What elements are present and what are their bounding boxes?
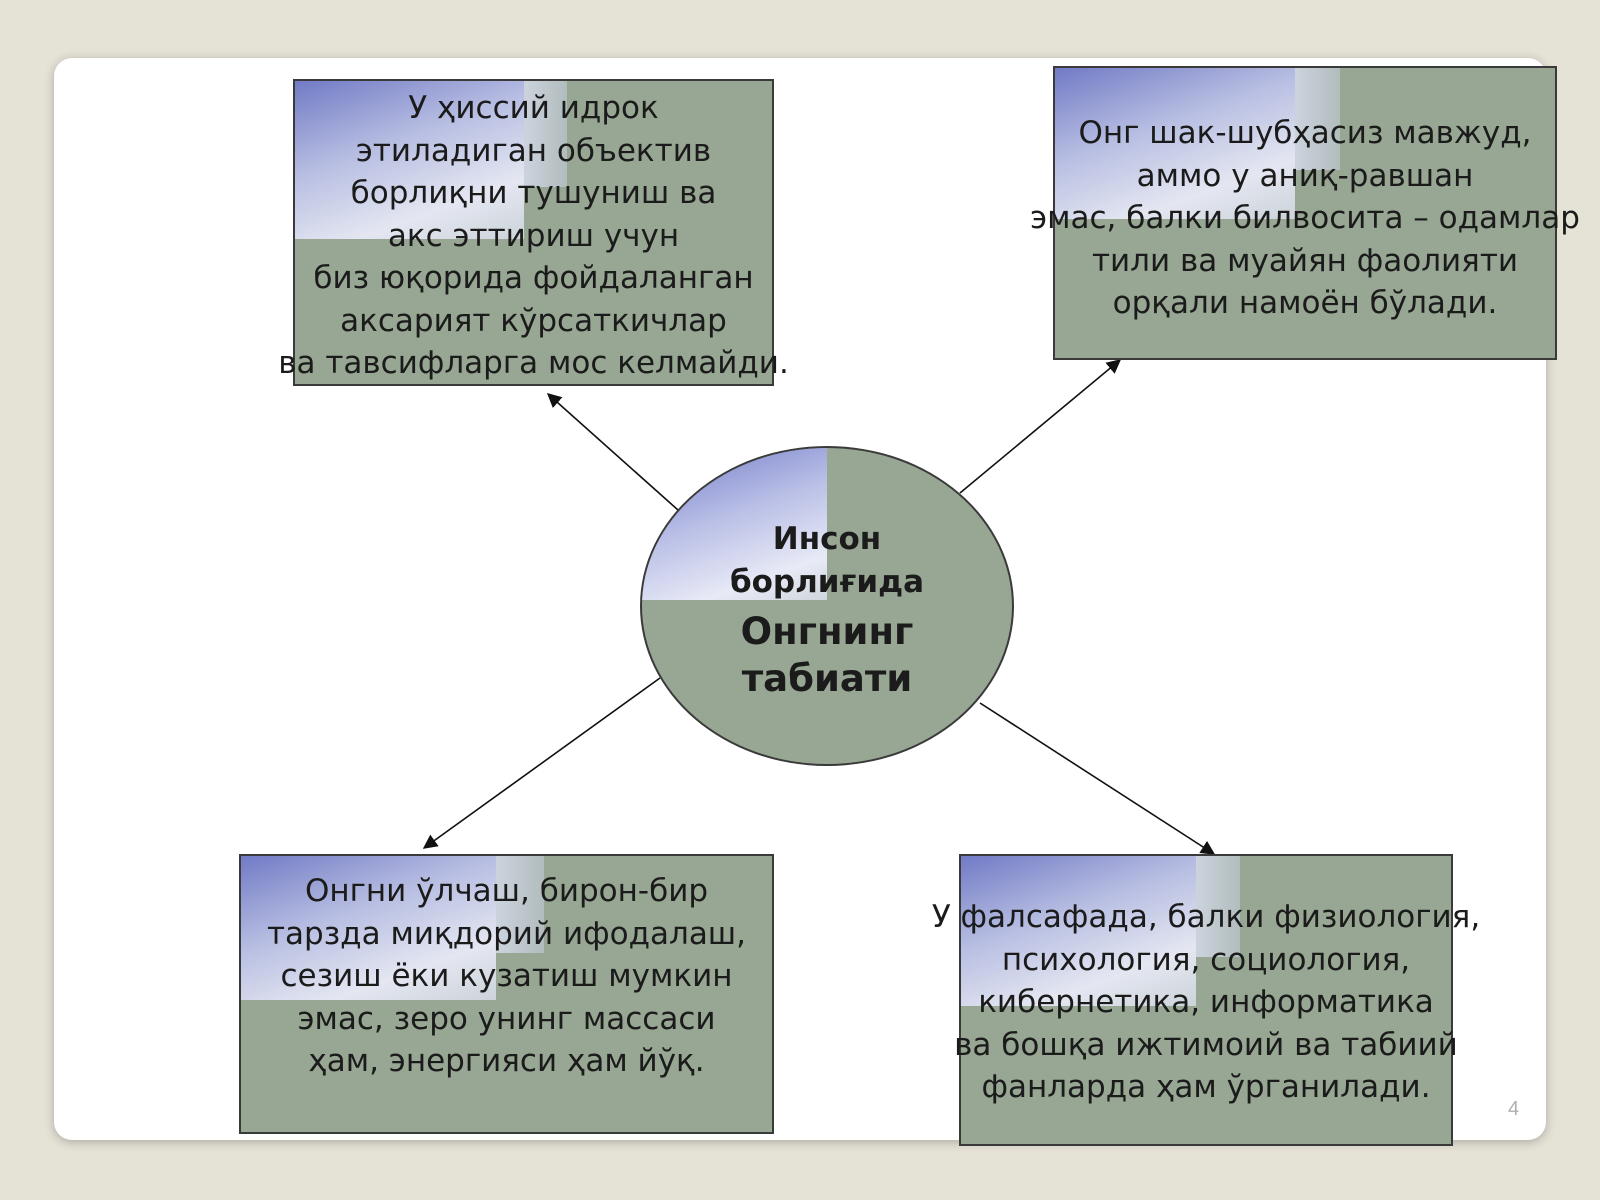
slide-number: 4 bbox=[1508, 1098, 1520, 1120]
center-concept-ellipse: Инсон борлиғида Онгнинг табиати bbox=[640, 446, 1014, 766]
box-bottom-left-text: Онгни ўлчаш, бирон-бир тарзда миқдорий и… bbox=[266, 873, 747, 1079]
box-bottom-right-text: У фалсафада, балки физиология, психологи… bbox=[931, 899, 1481, 1105]
box-top-left: У ҳиссий идрок этиладиган объектив борли… bbox=[278, 79, 789, 386]
box-bottom-left: Онгни ўлчаш, бирон-бир тарзда миқдорий и… bbox=[239, 854, 774, 1134]
center-title: Онгнинг табиати bbox=[740, 610, 914, 700]
box-bottom-right: У фалсафада, балки физиология, психологи… bbox=[932, 854, 1480, 1146]
box-top-right: Онг шак-шубҳасиз мавжуд, аммо у аниқ-рав… bbox=[1030, 66, 1580, 360]
box-top-left-text: У ҳиссий идрок этиладиган объектив борли… bbox=[278, 90, 789, 381]
center-subtitle: Инсон борлиғида bbox=[729, 521, 925, 600]
box-top-right-text: Онг шак-шубҳасиз мавжуд, аммо у аниқ-рав… bbox=[1030, 115, 1580, 321]
